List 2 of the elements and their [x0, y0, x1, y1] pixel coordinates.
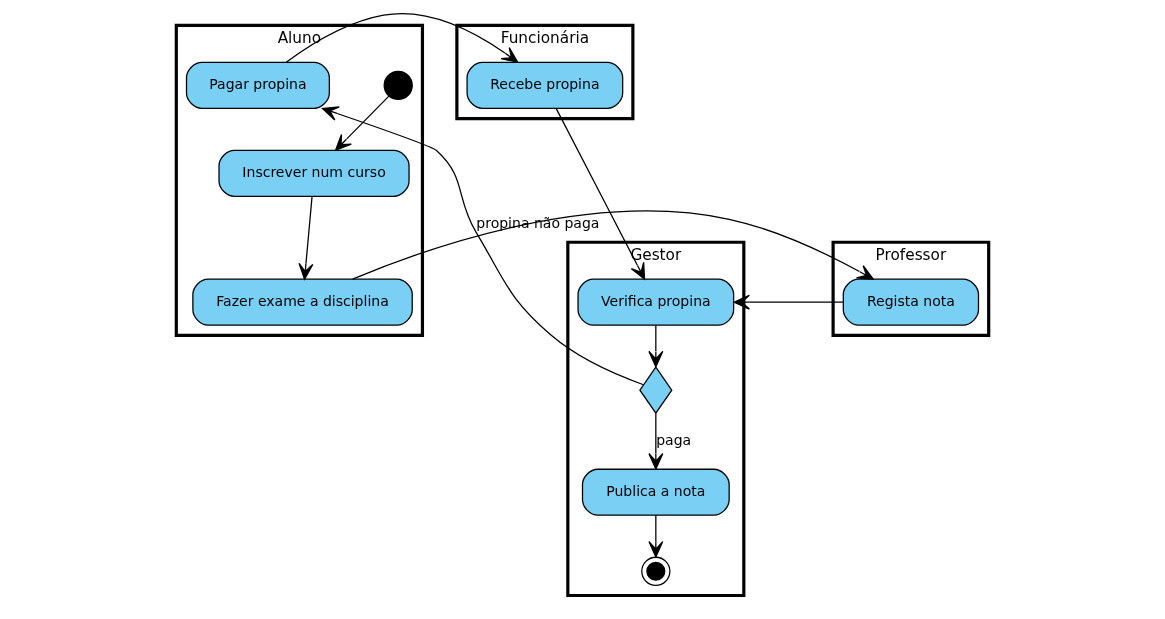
edge-label: propina não paga: [476, 214, 600, 231]
edge-label: paga: [656, 431, 692, 448]
